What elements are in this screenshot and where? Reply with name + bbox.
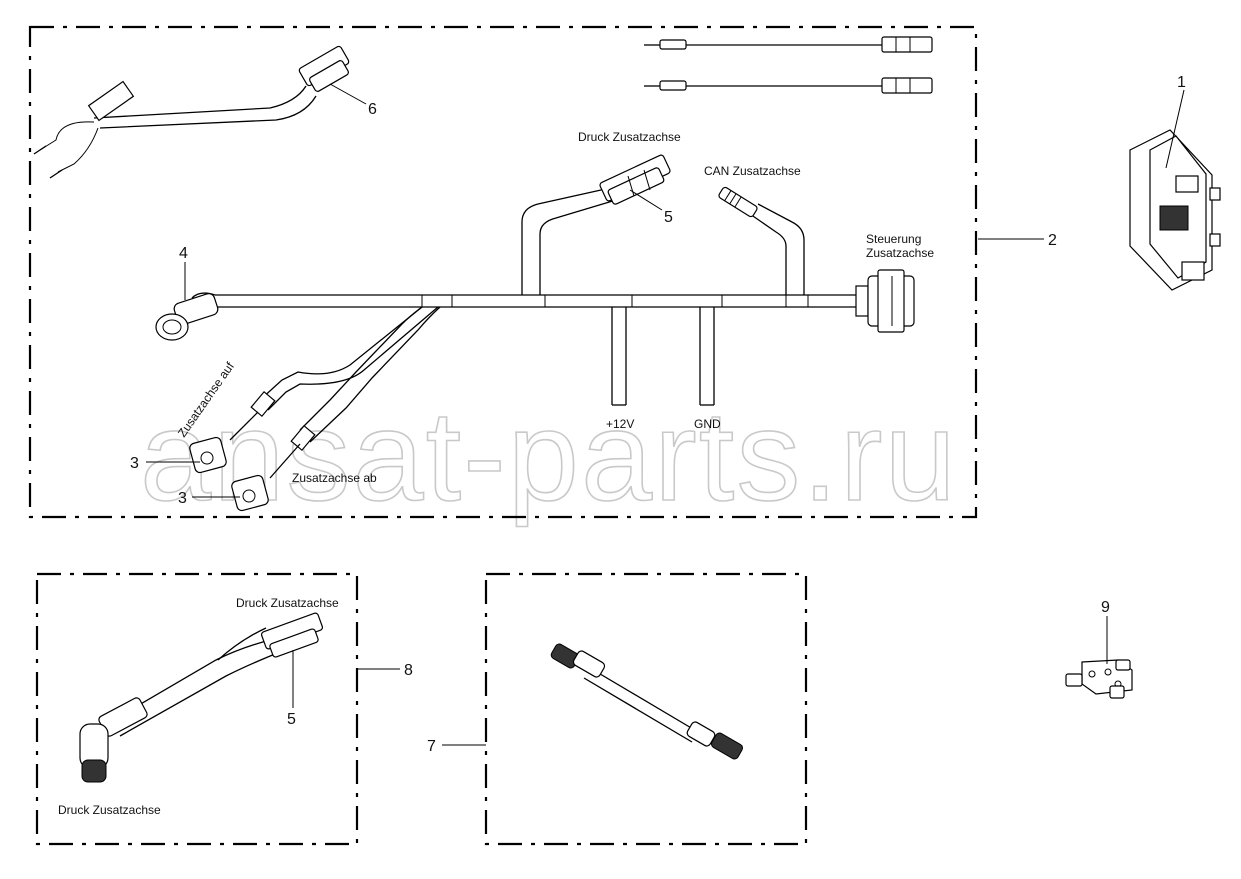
label-druck-zusatzachse-box8-bottom: Druck Zusatzachse [58, 803, 161, 817]
group-box-7 [484, 572, 808, 846]
callout-9: 9 [1101, 599, 1110, 616]
callouts: 1 2 3 3 4 5 5 6 7 8 9 [130, 74, 1186, 755]
can-cable-7 [550, 643, 744, 760]
label-steuerung-zusatzachse: Zusatzachse [866, 246, 934, 260]
label-plus-12v: +12V [606, 417, 634, 431]
callout-4: 4 [179, 245, 188, 262]
callout-5b: 5 [287, 711, 296, 728]
label-steuerung: Steuerung [866, 232, 921, 246]
label-gnd: GND [694, 417, 721, 431]
label-can-zusatzachse: CAN Zusatzachse [704, 164, 801, 178]
main-harness [155, 154, 915, 512]
control-module-1 [1129, 129, 1221, 291]
callout-8: 8 [404, 662, 413, 679]
watermark: ansat-parts.ru [140, 385, 958, 528]
callout-3b: 3 [178, 490, 187, 507]
callout-5a: 5 [664, 209, 673, 226]
callout-7: 7 [427, 738, 436, 755]
sensor-cable-8 [79, 612, 324, 783]
t-piece-9 [1065, 659, 1133, 699]
single-wires [644, 36, 933, 94]
label-druck-zusatzachse-box8-top: Druck Zusatzachse [236, 596, 339, 610]
callout-1: 1 [1177, 74, 1186, 91]
harness-6 [33, 45, 350, 179]
callout-6: 6 [368, 101, 377, 118]
label-druck-zusatzachse-top: Druck Zusatzachse [578, 130, 681, 144]
callout-3a: 3 [130, 455, 139, 472]
label-zusatzachse-ab: Zusatzachse ab [292, 471, 377, 485]
group-box-8 [35, 572, 359, 846]
callout-2: 2 [1048, 232, 1057, 249]
group-box-2 [28, 25, 978, 519]
